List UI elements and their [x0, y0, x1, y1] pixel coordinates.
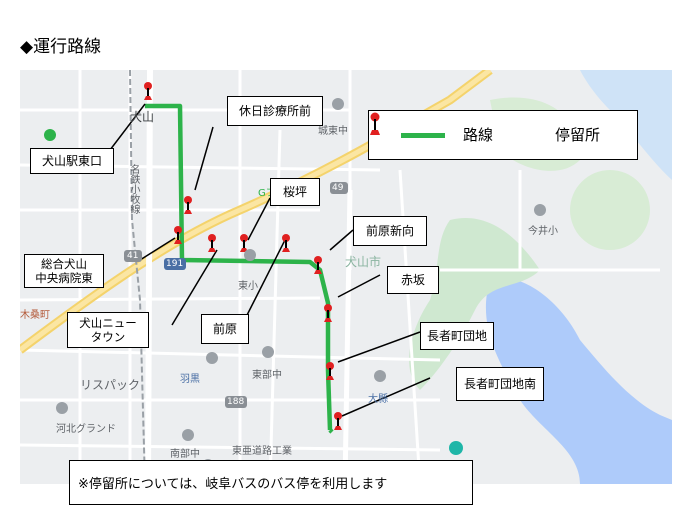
map-label-ohoraga: 大縣 [368, 394, 388, 405]
callout-holiday-clinic[interactable]: 休日診療所前 [227, 96, 323, 126]
section-title: ◆運行路線 [20, 37, 102, 57]
map-label-route-188: 188 [227, 397, 245, 407]
map-label-inuyama: 犬山 [130, 110, 155, 124]
railway [129, 70, 146, 484]
map-label-meitetsu-komaki: 名鉄小牧線 [128, 164, 139, 214]
map-label-route-49: 49 [332, 183, 344, 193]
bus-stop-icon [370, 112, 380, 135]
stop-holiday-clinic [184, 196, 192, 214]
callout-inuyama-east[interactable]: 犬山駅東口 [30, 148, 114, 174]
legend-route-label: 路線 [463, 126, 494, 144]
park-area-east [570, 170, 650, 250]
callout-chojamachi-danchi-south[interactable]: 長者町団地南 [456, 367, 544, 401]
callout-general-hospital-east[interactable]: 総合犬山 中央病院東 [24, 254, 104, 288]
map-legend: 路線 停留所 [368, 110, 638, 160]
stop-akasaka [324, 304, 332, 322]
map-label-inuyama-city: 犬山市 [345, 255, 382, 269]
callout-chojamachi-danchi[interactable]: 長者町団地 [420, 322, 494, 350]
map-label-toa-doro: 東亜道路工業 [232, 446, 292, 457]
stop-inuyama-newtown [208, 234, 216, 252]
route-map[interactable]: 犬山 犬山市 城東中 東小 今井小 東部中 羽黒 南部中 リスパック 河北グラン… [20, 70, 672, 484]
callout-inuyama-newtown[interactable]: 犬山ニュー タウン [67, 312, 149, 348]
main-road-east [342, 189, 353, 484]
stop-chojamachi-danchi-south [334, 412, 342, 430]
callout-akasaka[interactable]: 赤坂 [387, 266, 439, 294]
bus-stops [144, 82, 342, 430]
stop-maehara [282, 234, 290, 252]
stop-inuyama-east [144, 82, 152, 100]
map-label-imai-sho: 今井小 [528, 226, 558, 237]
leader-lines [109, 103, 431, 417]
map-label-route-41: 41 [127, 251, 139, 261]
map-label-haguro: 羽黒 [180, 374, 200, 385]
map-label-castle-east: 城東中 [318, 126, 348, 137]
stop-general-hospital-east [174, 226, 182, 244]
bus-route-line [145, 103, 333, 431]
main-road-ns [145, 70, 153, 484]
route-shields [124, 182, 348, 408]
note-box: ※停留所については、岐阜バスのバス停を利用します [69, 460, 473, 505]
map-label-risupakku: リスパック [80, 378, 141, 392]
map-label-route-191: 191 [166, 259, 184, 269]
legend-stop-label: 停留所 [555, 126, 601, 144]
callout-sakuradaira[interactable]: 桜坪 [270, 178, 320, 206]
map-label-kahoku-grand: 河北グランド [56, 424, 116, 435]
legend-route-swatch [401, 133, 445, 138]
stop-chojamachi-danchi [326, 362, 334, 380]
map-label-kuwamachi: 木桑町 [20, 310, 50, 321]
callout-maehara-shinmuke[interactable]: 前原新向 [353, 216, 427, 246]
map-label-nanbu-chu: 南部中 [170, 449, 200, 460]
stop-maehara-shinmuke [314, 256, 322, 274]
lake [485, 278, 672, 484]
callout-maehara[interactable]: 前原 [201, 314, 249, 344]
map-label-tobu-chu: 東部中 [252, 370, 282, 381]
map-label-higashi-sho: 東小 [238, 281, 258, 292]
